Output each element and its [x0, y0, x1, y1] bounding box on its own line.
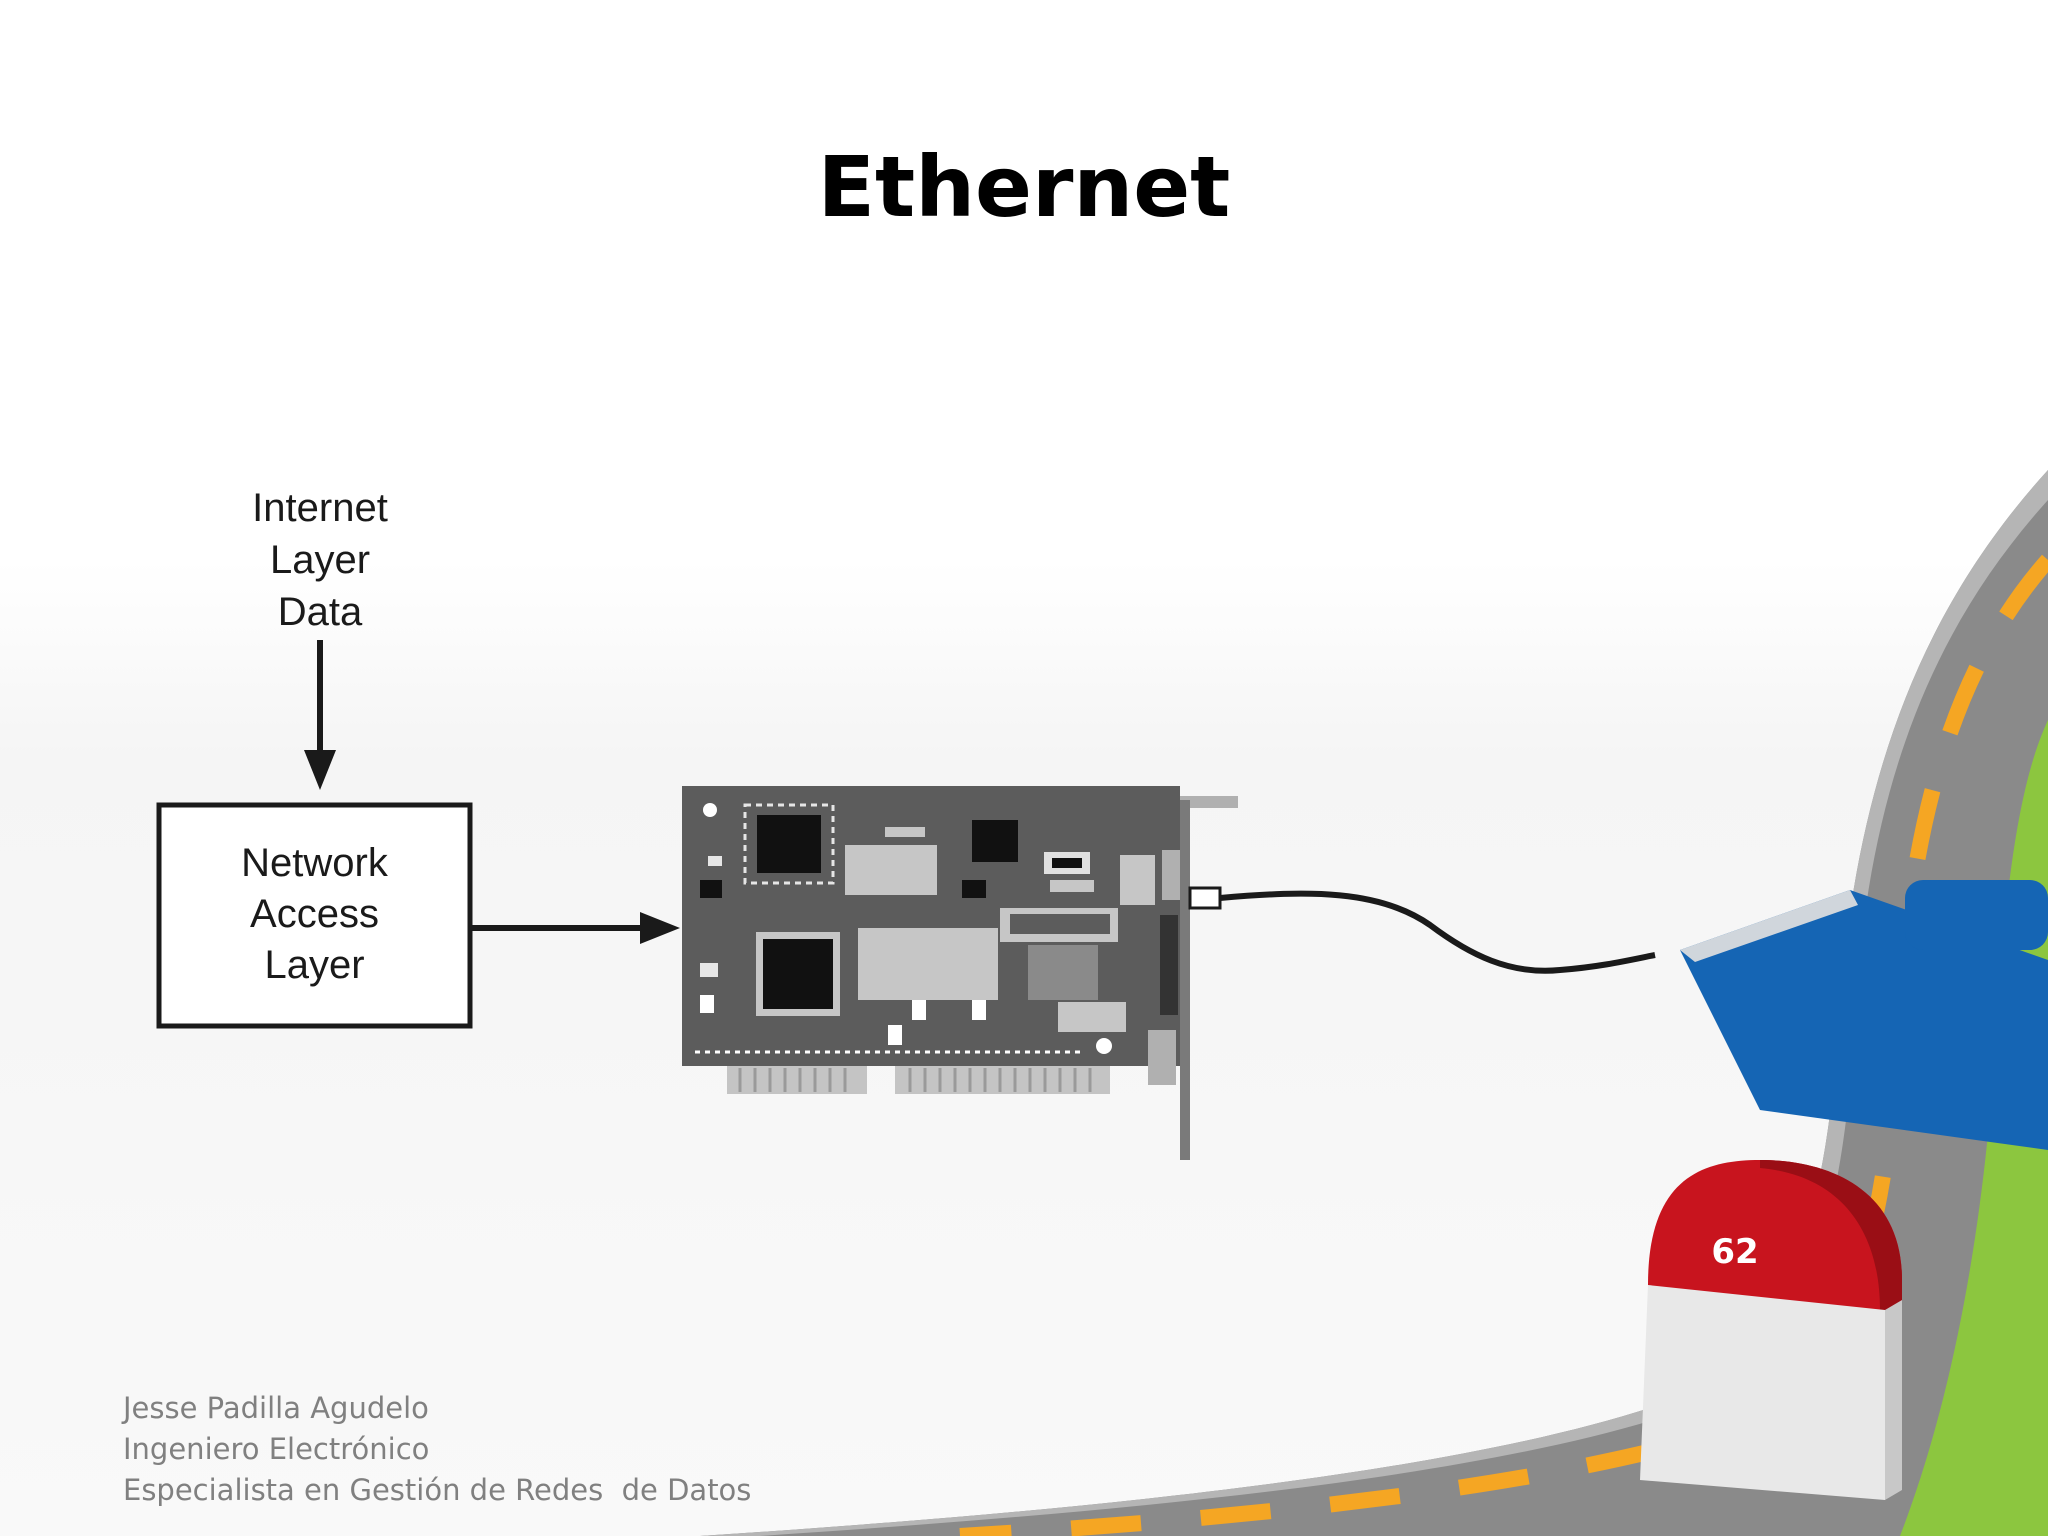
- ethernet-cable: [1219, 890, 1656, 974]
- nic-card: [682, 786, 1238, 1160]
- label-line: Network: [241, 841, 388, 885]
- label-line: Data: [277, 590, 363, 634]
- network-access-box: [156, 802, 473, 1029]
- right-arrow-head: [640, 912, 680, 944]
- blue-sign: [1680, 890, 2048, 1150]
- label-line: Access: [250, 892, 379, 936]
- network-access-layer-label: Network Access Layer: [164, 838, 465, 991]
- label-line: Internet: [252, 486, 388, 530]
- blue-sign-small: [1905, 880, 2048, 950]
- footer-line: Especialista en Gestión de Redes de Dato…: [123, 1473, 752, 1507]
- road-outer: [700, 470, 2048, 1536]
- internet-layer-data-label: Internet Layer Data: [220, 482, 420, 638]
- page-number: 62: [1711, 1232, 1759, 1272]
- blue-sign-edge: [1680, 890, 1858, 962]
- milestone-top-shade: [1760, 1160, 1902, 1310]
- footer-line: Ingeniero Electrónico: [123, 1432, 430, 1466]
- slide-title: Ethernet: [817, 138, 1231, 236]
- footer-line: Jesse Padilla Agudelo: [123, 1391, 429, 1425]
- author-footer: Jesse Padilla Agudelo Ingeniero Electrón…: [123, 1388, 751, 1511]
- milestone-base-side: [1885, 1300, 1902, 1500]
- label-line: Layer: [264, 943, 365, 987]
- down-arrow-head: [304, 750, 336, 790]
- milestone-base: [1640, 1285, 1885, 1500]
- label-line: Layer: [269, 538, 371, 582]
